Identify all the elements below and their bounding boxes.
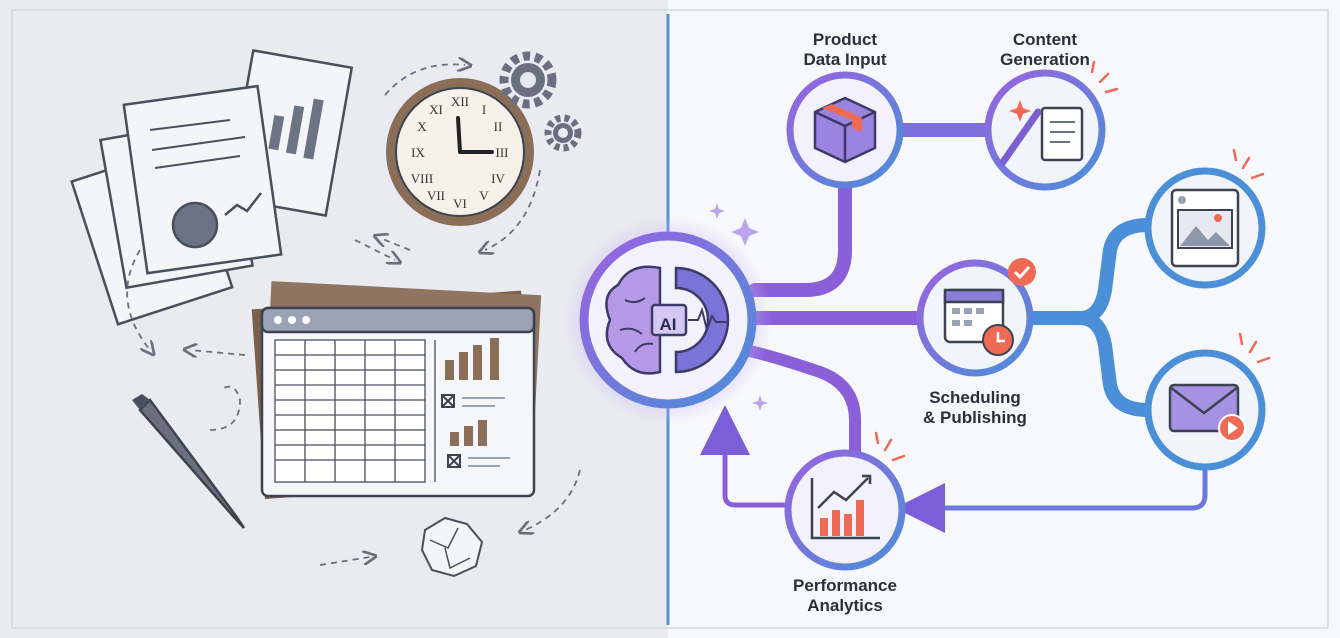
- label-line: Analytics: [807, 596, 883, 615]
- svg-text:VIII: VIII: [411, 171, 433, 186]
- package-box-icon: [813, 96, 877, 164]
- svg-text:X: X: [417, 119, 427, 134]
- label-line: Product: [812, 30, 878, 49]
- node-scheduling[interactable]: [916, 258, 1036, 377]
- svg-text:XI: XI: [429, 102, 443, 117]
- brain-chip-gear-icon: [605, 265, 730, 375]
- documents-icon: [70, 48, 354, 326]
- check-badge-icon: [1008, 258, 1036, 286]
- label-line: & Publishing: [923, 408, 1027, 427]
- spreadsheet-window-icon: [251, 281, 542, 499]
- svg-text:II: II: [494, 119, 503, 134]
- svg-text:VII: VII: [427, 188, 445, 203]
- svg-text:I: I: [482, 102, 486, 117]
- svg-text:XII: XII: [451, 94, 469, 109]
- svg-text:V: V: [479, 188, 489, 203]
- dashed-arrows: [126, 64, 581, 566]
- node-content[interactable]: [984, 60, 1119, 191]
- label-line: Scheduling: [929, 388, 1021, 407]
- ai-hub[interactable]: [564, 216, 772, 424]
- node-email[interactable]: [1144, 332, 1271, 471]
- svg-text:III: III: [496, 145, 509, 160]
- bar-chart-trend-icon: [810, 474, 880, 540]
- label-line: Content: [1012, 30, 1078, 49]
- label-scheduling: Scheduling& Publishing: [895, 388, 1055, 428]
- sparkles: [709, 203, 768, 411]
- node-product[interactable]: [786, 71, 904, 189]
- hub-label: AI: [660, 315, 677, 334]
- connectors: [700, 123, 1208, 533]
- label-line: Performance: [793, 576, 897, 595]
- svg-text:IX: IX: [411, 145, 425, 160]
- crumpled-paper-icon: [420, 516, 484, 578]
- svg-text:IV: IV: [491, 171, 505, 186]
- envelope-play-icon: [1168, 383, 1246, 442]
- node-social[interactable]: [1144, 148, 1266, 289]
- svg-text:VI: VI: [453, 196, 467, 211]
- label-line: Data Input: [803, 50, 887, 69]
- calendar-clock-icon: [943, 288, 1014, 356]
- image-post-icon: [1170, 188, 1240, 268]
- pen-icon: [132, 394, 246, 529]
- label-line: Generation: [1000, 50, 1090, 69]
- node-analytics[interactable]: [784, 431, 906, 571]
- gears-icon: [499, 51, 582, 152]
- magic-wand-document-icon: [999, 100, 1084, 166]
